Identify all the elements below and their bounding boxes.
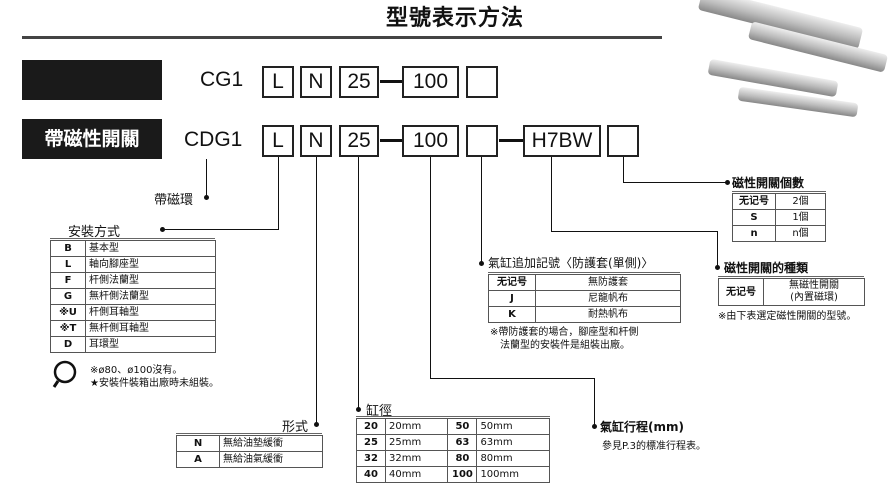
underline: [732, 191, 826, 192]
suffix-title: 氣缸追加記號〈防護套(單側)〉: [488, 256, 654, 270]
leader-line: [623, 182, 727, 183]
table-row: 无记号 無磁性開關(內置磁環): [718, 278, 865, 306]
bore-box: 25: [339, 66, 379, 98]
bullet: [725, 180, 730, 185]
leader-line: [717, 231, 718, 268]
leader-line: [430, 378, 595, 379]
magnetic-switch-badge: 帶磁性開關: [22, 119, 162, 159]
suffix-note-1: ※帶防護套的場合，腳座型和杆側: [490, 327, 639, 338]
mounting-title: 安裝方式: [68, 225, 121, 240]
magnifier-icon: [52, 360, 78, 388]
dash: [380, 139, 402, 142]
count-title: 磁性開關個數: [732, 176, 805, 190]
form-title: 形式: [282, 420, 309, 435]
leader-line: [358, 157, 359, 410]
form-box: N: [300, 66, 332, 98]
leader-line: [162, 229, 279, 230]
bullet: [715, 265, 720, 270]
product-image: [668, 0, 896, 130]
bore-box: 25: [339, 125, 379, 157]
blank-badge: [22, 60, 162, 100]
dash: [499, 139, 523, 142]
switch-type-title: 磁性開關的種類: [724, 261, 809, 275]
bullet: [592, 424, 597, 429]
mount-box: L: [262, 125, 294, 157]
leader-line: [551, 157, 552, 232]
bullet: [314, 422, 319, 427]
suffix-box: [466, 125, 498, 157]
mounting-note-1: ※ø80、ø100沒有。: [90, 365, 183, 376]
leader-line: [430, 157, 431, 379]
mounting-note-2: ★安裝件裝箱出廠時未組裝。: [90, 378, 219, 389]
underline: [718, 276, 864, 277]
mount-box: L: [262, 66, 294, 98]
dash: [380, 80, 402, 83]
table-row: 无记号無防護套: [488, 274, 681, 291]
leader-line: [623, 157, 624, 183]
form-box: N: [300, 125, 332, 157]
page-title: 型號表示方法: [385, 6, 524, 31]
bore-title: 缸徑: [366, 404, 393, 419]
switch-box: H7BW: [523, 125, 601, 157]
underline: [488, 272, 680, 273]
leader-line: [481, 157, 482, 263]
bullet: [160, 227, 165, 232]
switch-type-table: 无记号 無磁性開關(內置磁環): [718, 278, 865, 306]
underline: [176, 433, 322, 434]
series-cg1: CG1: [200, 68, 244, 91]
stroke-title: 氣缸行程(mm): [600, 420, 684, 434]
count-box: [607, 125, 639, 157]
underline: [50, 238, 215, 239]
stroke-box: 100: [402, 66, 459, 98]
switch-type-note: ※由下表選定磁性開關的型號。: [718, 311, 857, 322]
leader-line: [206, 159, 207, 197]
bullet: [204, 195, 209, 200]
magnet-ring-label: 帶磁環: [154, 193, 194, 208]
leader-line: [594, 378, 595, 426]
bullet: [356, 407, 361, 412]
stroke-box: 100: [402, 125, 459, 157]
leader-line: [551, 231, 718, 232]
series-cdg1: CDG1: [184, 128, 243, 151]
leader-line: [316, 157, 317, 424]
stroke-note: 參見P.3的標准行程表。: [602, 441, 707, 452]
title-rule: [22, 36, 662, 39]
bullet: [479, 261, 484, 266]
suffix-box: [466, 66, 498, 98]
suffix-note-2: 法蘭型的安裝件是組裝出廠。: [500, 340, 630, 351]
underline: [356, 416, 550, 417]
leader-line: [278, 157, 279, 230]
